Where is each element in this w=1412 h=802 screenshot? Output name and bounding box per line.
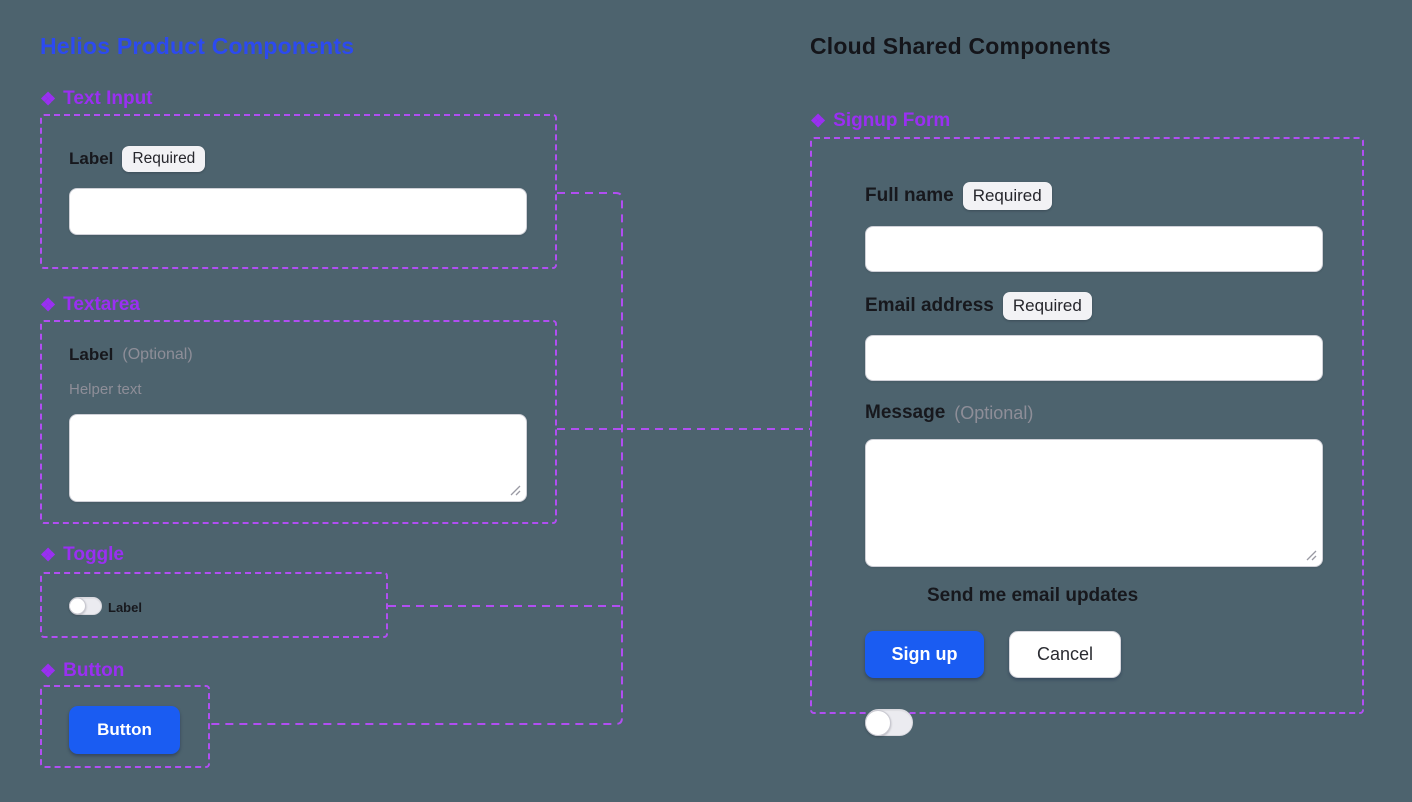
message-label: Message	[865, 402, 946, 423]
component-icon: ❖	[810, 111, 827, 131]
toggle-component-title: ❖ Toggle	[40, 544, 124, 566]
sample-button[interactable]: Button	[69, 706, 180, 754]
signup-form-component-title: ❖ Signup Form	[810, 110, 950, 132]
cancel-button[interactable]: Cancel	[1009, 631, 1121, 678]
component-title-label: Textarea	[63, 294, 140, 315]
component-title-label: Button	[63, 660, 125, 681]
textarea-component-title: ❖ Textarea	[40, 294, 140, 316]
message-textarea[interactable]	[865, 439, 1323, 567]
button-frame: Button	[40, 685, 210, 768]
helper-text: Helper text	[69, 381, 142, 398]
textarea-frame: Label (Optional) Helper text	[40, 320, 557, 524]
component-title-label: Toggle	[63, 544, 124, 565]
component-title-label: Text Input	[63, 88, 153, 109]
component-icon: ❖	[40, 661, 57, 681]
optional-hint: (Optional)	[122, 346, 193, 363]
required-badge: Required	[1002, 292, 1092, 321]
button-component-title: ❖ Button	[40, 660, 124, 682]
textarea-field[interactable]	[69, 414, 527, 502]
resize-handle-icon[interactable]	[510, 485, 521, 496]
full-name-input[interactable]	[865, 226, 1323, 272]
text-input-frame: Label Required	[40, 114, 557, 269]
field-label: Label	[69, 149, 114, 169]
field-label: Label	[69, 345, 114, 364]
component-title-label: Signup Form	[833, 110, 951, 131]
email-updates-label: Send me email updates	[927, 585, 1139, 606]
cloud-heading: Cloud Shared Components	[810, 33, 1112, 59]
toggle-thumb[interactable]	[865, 709, 891, 736]
text-input-component-title: ❖ Text Input	[40, 88, 153, 110]
required-badge: Required	[122, 146, 206, 173]
resize-handle-icon[interactable]	[1306, 550, 1317, 561]
component-icon: ❖	[40, 89, 57, 109]
email-updates-toggle[interactable]	[865, 709, 913, 736]
email-label: Email address	[865, 295, 994, 317]
component-icon: ❖	[40, 545, 57, 565]
sign-up-button[interactable]: Sign up	[865, 631, 984, 678]
toggle-label: Label	[108, 600, 142, 615]
component-icon: ❖	[40, 295, 57, 315]
toggle-frame: Label	[40, 572, 388, 638]
optional-hint: (Optional)	[954, 402, 1034, 423]
text-input-field[interactable]	[69, 188, 527, 235]
full-name-label: Full name	[865, 185, 954, 207]
required-badge: Required	[962, 182, 1052, 211]
signup-form-frame: Full name Required Email address Require…	[810, 137, 1364, 736]
email-input[interactable]	[865, 335, 1323, 381]
toggle-thumb[interactable]	[69, 597, 86, 615]
toggle-switch[interactable]	[69, 597, 102, 615]
helios-heading: Helios Product Components	[40, 33, 355, 59]
